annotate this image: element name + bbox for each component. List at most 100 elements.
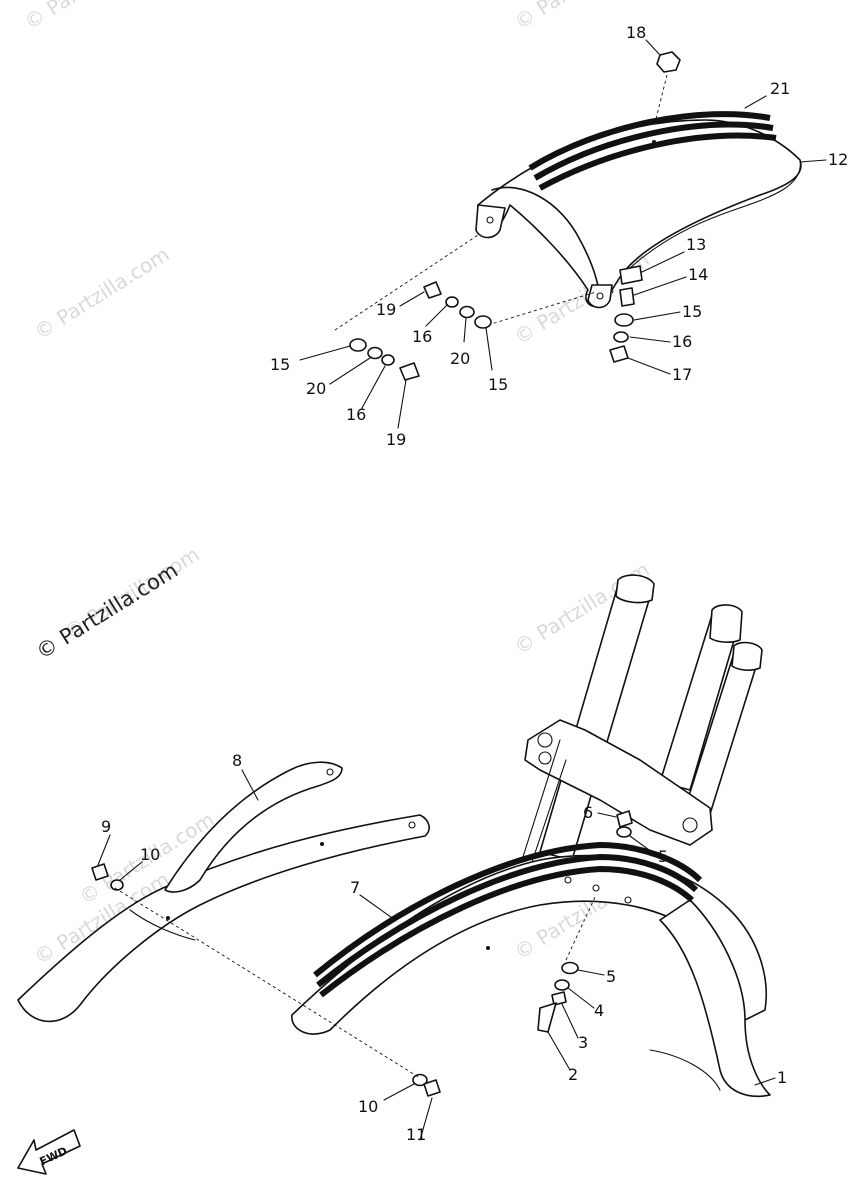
part-label: 13 — [686, 235, 706, 254]
grommet-13 — [619, 265, 643, 285]
mount-hole — [486, 946, 490, 950]
fender-edge — [129, 909, 196, 941]
part-label: 16 — [346, 405, 366, 424]
clamp-bolt — [682, 817, 698, 833]
part-label: 11 — [406, 1125, 426, 1144]
part-label: 2 — [568, 1065, 578, 1084]
watermark: © Partzilla.com — [30, 242, 174, 344]
bolt-19 — [399, 362, 420, 381]
washer-10 — [412, 1073, 428, 1087]
washer-5 — [616, 826, 632, 838]
leader-line — [419, 1097, 433, 1141]
frame-line — [529, 759, 567, 869]
part-label: 20 — [306, 379, 326, 398]
mount-hole — [486, 216, 494, 224]
leader-line — [299, 345, 351, 361]
mount-hole — [596, 292, 604, 300]
part-label: 10 — [140, 845, 160, 864]
part-label: 17 — [672, 365, 692, 384]
part-label: 16 — [412, 327, 432, 346]
leader-line — [645, 39, 661, 56]
mount-hole — [624, 896, 632, 904]
washer-16 — [445, 296, 459, 308]
mount-hole — [564, 876, 572, 884]
leader-line — [119, 861, 143, 881]
part-label: 9 — [101, 817, 111, 836]
washer-5 — [561, 961, 579, 975]
watermark: © Partzilla.com — [20, 0, 164, 34]
rear-stripe-21 — [528, 111, 777, 191]
front-fork-assembly: 8 9 10 7 6 5 5 4 3 2 1 10 11 — [17, 574, 787, 1144]
leader-line — [97, 834, 111, 866]
leader-line — [329, 357, 371, 385]
leader-line — [597, 812, 617, 818]
clamp-bolt — [538, 751, 552, 765]
leader-line — [383, 1083, 415, 1101]
part-label: 10 — [358, 1097, 378, 1116]
fork-cap — [731, 641, 763, 671]
leader-line — [561, 1003, 579, 1039]
leader-line — [359, 894, 396, 921]
part-label: 15 — [488, 375, 508, 394]
washer-20 — [367, 346, 383, 360]
leader-line — [754, 1077, 776, 1086]
front-stripe-7 — [313, 841, 703, 998]
leader-line — [361, 365, 386, 409]
collar-14 — [619, 287, 635, 307]
part-label: 12 — [828, 150, 848, 169]
part-label: 1 — [777, 1068, 787, 1087]
washer-15 — [614, 313, 634, 327]
leader-line — [334, 234, 479, 331]
mount-hole — [326, 768, 334, 776]
part-label: 7 — [350, 878, 360, 897]
mount-hole — [408, 821, 416, 829]
front-fender-1-flank — [659, 899, 771, 1097]
frame-line — [521, 739, 561, 861]
washer-15 — [349, 338, 367, 352]
part-label: 8 — [232, 751, 242, 770]
leader-line — [633, 311, 681, 321]
leader-line — [399, 291, 425, 307]
washer-16 — [613, 331, 629, 343]
fwd-arrow-icon: FWD — [17, 1129, 81, 1175]
part-label: 15 — [270, 355, 290, 374]
part-label: 20 — [450, 349, 470, 368]
part-label: 5 — [606, 967, 616, 986]
washer-15 — [474, 315, 492, 329]
bolt-2 — [537, 1002, 557, 1033]
part-label: 19 — [376, 300, 396, 319]
leader-line — [547, 1031, 571, 1071]
part-label: 14 — [688, 265, 708, 284]
leader-line — [487, 291, 597, 326]
leader-line — [397, 379, 407, 429]
part-label: 3 — [578, 1033, 588, 1052]
leader-line — [241, 769, 259, 801]
mount-hole — [320, 842, 324, 846]
mount-hole — [166, 916, 170, 920]
bolt-17 — [609, 345, 629, 363]
rear-fender-tab — [587, 284, 613, 309]
washer-10 — [110, 879, 124, 891]
leader-line — [744, 95, 767, 109]
fork-cap — [615, 574, 655, 604]
fork-cap — [709, 604, 743, 643]
leader-line — [629, 336, 671, 343]
washer-4 — [554, 979, 570, 991]
leader-line — [577, 969, 605, 976]
leader-line — [633, 276, 687, 296]
nut-11 — [423, 1079, 441, 1097]
part-label: 15 — [682, 302, 702, 321]
triple-clamp — [524, 719, 713, 846]
leader-line — [799, 159, 827, 163]
leader-line — [425, 304, 448, 327]
leader-line — [567, 987, 595, 1009]
rear-fender-lip — [491, 186, 601, 299]
clamp-bolt — [537, 732, 553, 748]
rear-fender-assembly: 18 21 12 13 14 15 16 17 19 16 20 15 15 2… — [270, 23, 848, 449]
part-label: 6 — [583, 803, 593, 822]
part-label: 19 — [386, 430, 406, 449]
bolt-6 — [616, 810, 633, 828]
part-label: 18 — [626, 23, 646, 42]
rear-fender-edge — [629, 159, 801, 269]
